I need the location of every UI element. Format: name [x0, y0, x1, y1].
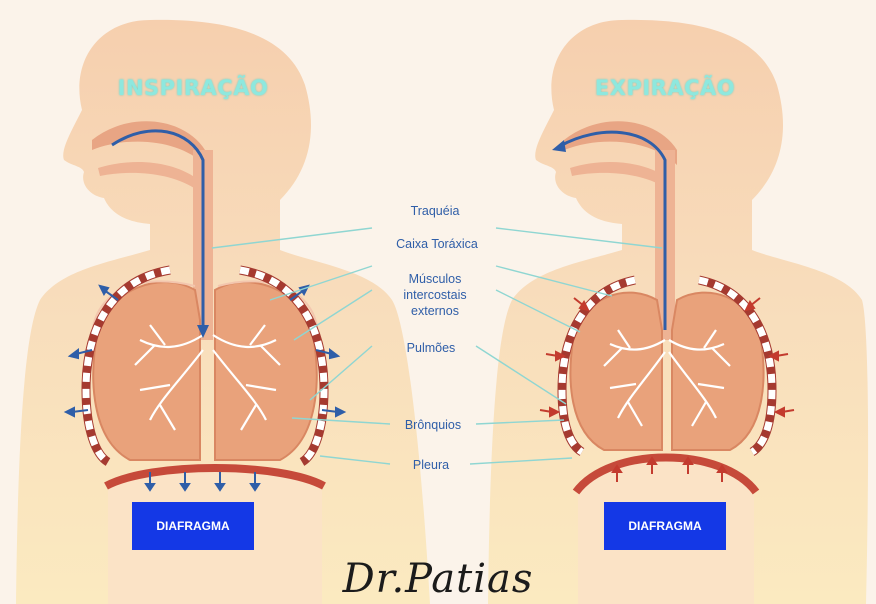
label-trachea: Traquéia	[380, 203, 490, 219]
label-muscles-line1: Músculos	[380, 271, 490, 287]
label-ribcage: Caixa Toráxica	[372, 236, 502, 252]
diaphragm-label-right: DIAFRAGMA	[604, 502, 726, 550]
label-bronchi: Brônquios	[378, 417, 488, 433]
label-muscles-line2: intercostais	[380, 287, 490, 303]
diaphragm-label-left: DIAFRAGMA	[132, 502, 254, 550]
label-muscles-line3: externos	[380, 303, 490, 319]
label-lungs: Pulmões	[376, 340, 486, 356]
author-signature: Dr.Patias	[318, 556, 558, 602]
title-inspiration: INSPIRAÇÃO	[98, 76, 288, 100]
label-pleura: Pleura	[376, 457, 486, 473]
title-expiration: EXPIRAÇÃO	[570, 76, 760, 100]
